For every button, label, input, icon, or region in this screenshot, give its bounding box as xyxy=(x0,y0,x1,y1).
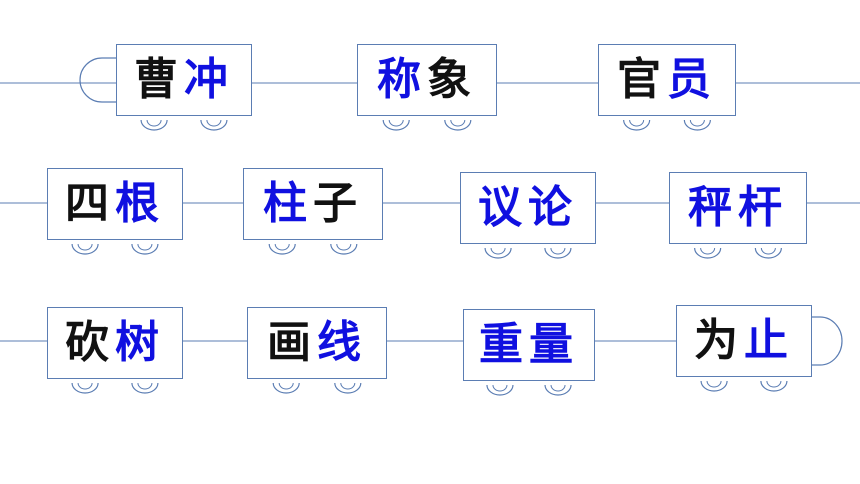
word-car: 画线 xyxy=(247,307,387,379)
char: 子 xyxy=(313,178,363,229)
char: 四 xyxy=(65,178,115,229)
char: 为 xyxy=(694,315,744,366)
char: 根 xyxy=(115,178,165,229)
word-car: 四根 xyxy=(47,168,183,240)
char: 议 xyxy=(478,182,528,233)
word-car: 官员 xyxy=(598,44,736,116)
char: 画 xyxy=(267,317,317,368)
char: 树 xyxy=(115,317,165,368)
char: 量 xyxy=(529,319,579,370)
char: 杆 xyxy=(738,182,788,233)
word-car: 称象 xyxy=(357,44,497,116)
char: 称 xyxy=(377,54,427,105)
char: 柱 xyxy=(263,178,313,229)
char: 重 xyxy=(479,319,529,370)
word-car: 砍树 xyxy=(47,307,183,379)
char: 止 xyxy=(744,315,794,366)
word-car: 议论 xyxy=(460,172,596,244)
char: 秤 xyxy=(688,182,738,233)
char: 象 xyxy=(427,54,477,105)
word-car: 为止 xyxy=(676,305,812,377)
char: 官 xyxy=(617,54,667,105)
char: 冲 xyxy=(184,54,234,105)
word-car: 曹冲 xyxy=(116,44,252,116)
word-car: 秤杆 xyxy=(669,172,807,244)
char: 员 xyxy=(667,54,717,105)
char: 线 xyxy=(317,317,367,368)
char: 论 xyxy=(528,182,578,233)
word-car: 柱子 xyxy=(243,168,383,240)
char: 曹 xyxy=(134,54,184,105)
word-car: 重量 xyxy=(463,309,595,381)
char: 砍 xyxy=(65,317,115,368)
